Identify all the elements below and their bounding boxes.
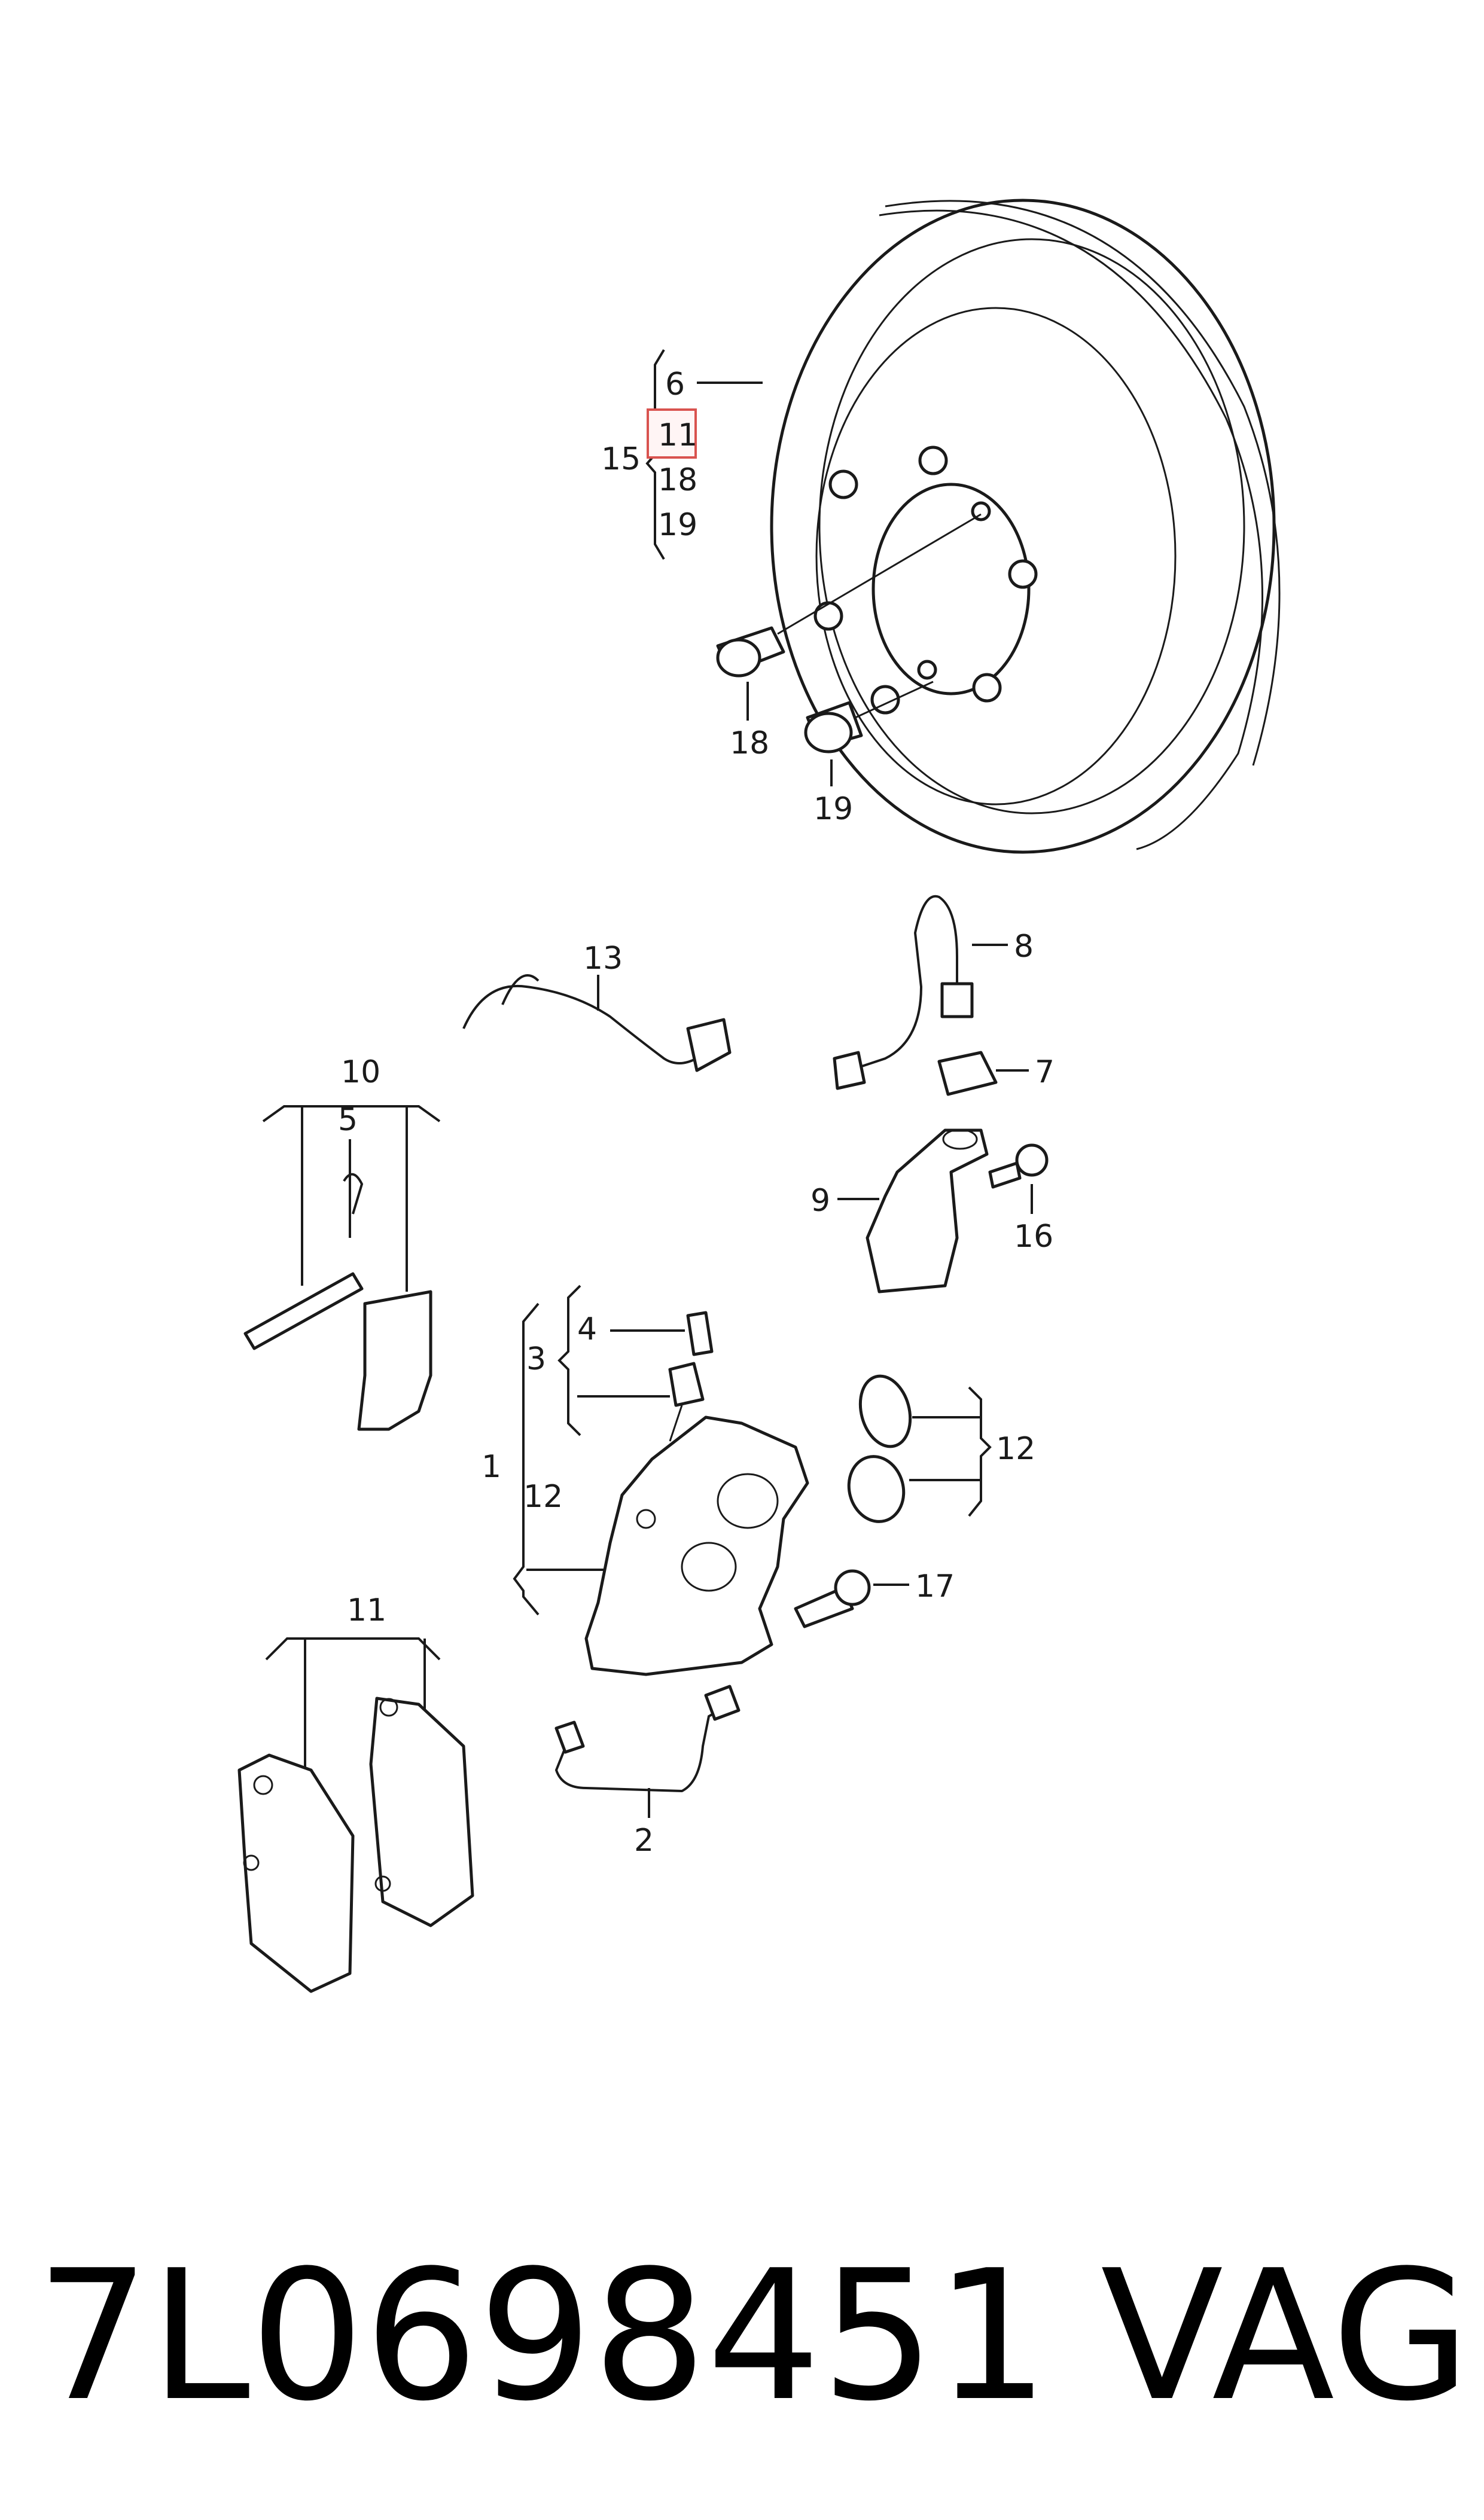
line-clip: 7 bbox=[937, 1051, 1055, 1096]
label-pad-set-bottom: 11 bbox=[347, 1592, 386, 1628]
label-bleed-group: 3 bbox=[526, 1341, 546, 1377]
caliper-body bbox=[584, 1415, 809, 1676]
label-rotor-plug: 19 bbox=[658, 507, 697, 543]
label-bracket: 9 bbox=[810, 1183, 830, 1219]
label-seal-kit-left: 12 bbox=[523, 1479, 563, 1515]
label-rotor: 6 bbox=[665, 367, 685, 402]
label-sensor-wire: 13 bbox=[583, 941, 623, 977]
label-plug: 19 bbox=[813, 791, 853, 827]
part-number: 7L0698451 bbox=[36, 2232, 1049, 2440]
label-seal-kit-right: 12 bbox=[996, 1431, 1035, 1467]
bleed-screw bbox=[668, 1362, 705, 1442]
pad-set-bottom: 11 bbox=[237, 1592, 474, 1993]
caliper-bolt: 17 bbox=[794, 1569, 955, 1628]
label-lower-brake-line: 2 bbox=[634, 1823, 654, 1859]
label-rotor-highlight: 11 bbox=[658, 417, 697, 453]
label-caliper-bolt: 17 bbox=[915, 1569, 955, 1604]
line-bracket: 9 bbox=[810, 1128, 989, 1293]
upper-brake-line: 8 bbox=[833, 895, 1034, 1090]
bracket-bolt: 16 bbox=[988, 1143, 1053, 1255]
wear-sensor-wire: 13 bbox=[462, 941, 732, 1072]
label-bolt: 18 bbox=[730, 725, 769, 761]
rotor-plug: 19 bbox=[804, 681, 934, 827]
label-rotor-group: 15 bbox=[601, 441, 641, 477]
label-pad-kit-top: 10 bbox=[341, 1054, 380, 1090]
label-upper-brake-line: 8 bbox=[1014, 929, 1034, 965]
pad-kit-top: 10 5 bbox=[243, 1054, 441, 1431]
label-cotter-pin: 5 bbox=[338, 1102, 358, 1138]
highlight-box bbox=[647, 408, 697, 459]
rotor-bolt: 18 bbox=[716, 513, 982, 761]
brake-rotor bbox=[770, 199, 1281, 854]
label-rotor-bolt: 18 bbox=[658, 462, 697, 498]
label-bracket-bolt: 16 bbox=[1014, 1219, 1053, 1255]
label-clip: 7 bbox=[1035, 1054, 1055, 1090]
caliper-group: 1 12 3 4 bbox=[482, 1285, 685, 1616]
bleed-cap bbox=[686, 1311, 714, 1356]
label-caliper: 1 bbox=[482, 1449, 501, 1485]
label-bleed-cap: 4 bbox=[577, 1311, 597, 1347]
lower-brake-line: 2 bbox=[554, 1685, 741, 1859]
seal-kit-right: 12 bbox=[847, 1374, 1035, 1523]
brand-name: VAG bbox=[1101, 2232, 1470, 2440]
rotor-callout-group: 6 11 15 18 19 bbox=[601, 349, 763, 560]
